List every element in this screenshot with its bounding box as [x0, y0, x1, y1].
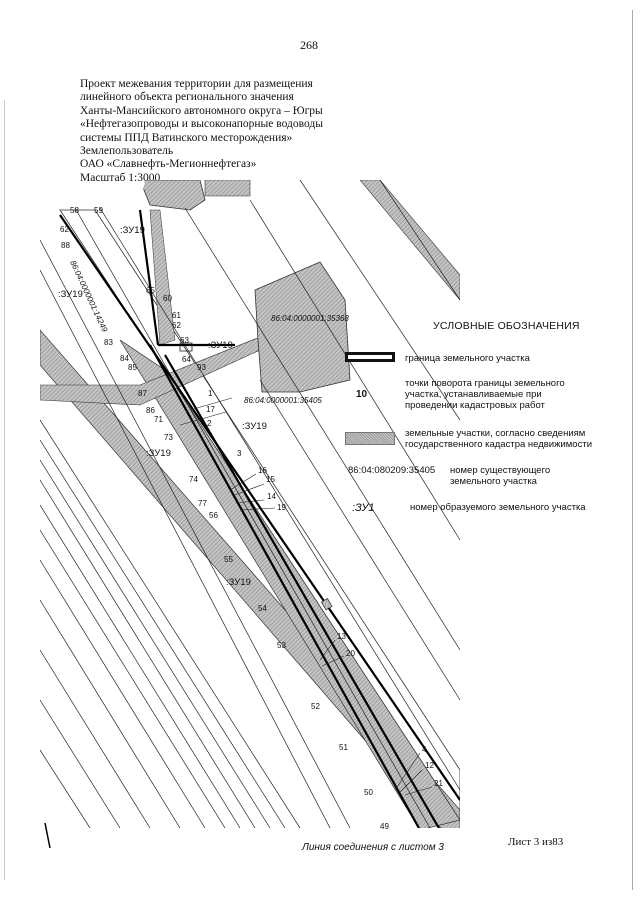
parcel-boundary-bold	[59, 209, 460, 828]
point-label: 20	[346, 649, 355, 658]
title-line: Ханты-Мансийского автономного округа – Ю…	[80, 104, 323, 117]
parcel-corridor	[119, 339, 460, 828]
point-label: 51	[339, 743, 348, 752]
point-label: 53	[277, 641, 286, 650]
parcel-area	[139, 180, 206, 211]
point-label: 83	[104, 338, 113, 347]
point-label: 49	[380, 822, 389, 831]
title-line: системы ППД Ватинского месторождения»	[80, 131, 293, 144]
point-label: 19	[277, 503, 286, 512]
building-mark	[320, 598, 333, 611]
margin-tick	[44, 822, 51, 849]
parcel-label: :ЗУ19	[58, 289, 83, 300]
scan-edge-line	[4, 100, 5, 880]
point-label: 63	[180, 336, 189, 345]
leader-lines	[179, 397, 433, 796]
legend-zu-label: номер образуемого земельного участка	[410, 502, 586, 513]
cadastral-number: 86:04:0000001:35405	[244, 396, 322, 405]
point-label: 59	[94, 206, 103, 215]
legend-boundary-label: граница земельного участка	[405, 353, 530, 364]
point-label: 62	[60, 225, 69, 234]
point-label: 74	[189, 475, 198, 484]
point-label: 55	[224, 555, 233, 564]
point-label: 15	[266, 475, 275, 484]
parcel-label: :ЗУ19	[208, 340, 233, 351]
point-label: 62	[172, 321, 181, 330]
boundary-point-labels: 58 59 62 88 60 65 61 62 83 63 64 84 85 8…	[60, 206, 443, 831]
point-label: 86	[146, 406, 155, 415]
point-label: 4	[422, 745, 427, 754]
legend-boundary-symbol	[345, 352, 395, 362]
point-label: 13	[337, 632, 346, 641]
point-label: 12	[425, 761, 434, 770]
parcel-label: :ЗУ19	[146, 448, 171, 459]
building-mark	[179, 342, 193, 352]
point-label: 84	[120, 354, 129, 363]
map-content	[40, 180, 460, 828]
title-line: Проект межевания территории для размещен…	[80, 78, 313, 90]
point-label: 50	[364, 788, 373, 797]
point-label: 56	[209, 511, 218, 520]
point-label: 14	[267, 492, 276, 501]
point-label: 64	[182, 355, 191, 364]
scan-edge-line	[632, 10, 633, 890]
title-line: линейного объекта регионального значения	[80, 91, 294, 104]
legend-zu-symbol: :ЗУ1	[352, 502, 375, 514]
survey-lines	[40, 180, 460, 828]
parcel-label: :ЗУ19	[226, 577, 251, 588]
legend-cadastral-label: номер существующего земельного участка	[450, 465, 551, 487]
title-line: ОАО «Славнефть-Мегионнефтегаз»	[80, 158, 257, 171]
title-line: Масштаб 1:3000	[80, 171, 161, 184]
title-block: Проект межевания территории для размещен…	[80, 78, 370, 185]
point-label: 71	[154, 415, 163, 424]
point-label: 93	[197, 363, 206, 372]
point-label: 85	[128, 363, 137, 372]
page-number: 268	[300, 38, 318, 52]
cadastral-number: 86:04:0000001:35368	[271, 314, 349, 323]
point-label: 52	[311, 702, 320, 711]
title-line: «Нефтегазопроводы и высоконапорные водов…	[80, 118, 323, 131]
point-label: 1	[208, 389, 213, 398]
point-label: 54	[258, 604, 267, 613]
point-label: 87	[138, 389, 147, 398]
point-label: 16	[258, 466, 267, 475]
footer-caption: Линия соединения с листом 3	[302, 842, 444, 853]
point-label: 88	[61, 241, 70, 250]
point-label: 65	[146, 286, 155, 295]
point-label: 17	[206, 405, 215, 414]
parcel-area	[359, 180, 460, 301]
point-label: 21	[434, 779, 443, 788]
legend-parcel-label: земельные участки, согласно сведениям го…	[405, 428, 592, 450]
point-label: 2	[207, 419, 212, 428]
point-label: 3	[237, 449, 242, 458]
point-label: 60	[163, 294, 172, 303]
sheet-number: Лист 3 из83	[508, 836, 564, 848]
point-label: 61	[172, 311, 181, 320]
point-label: 58	[70, 206, 79, 215]
legend-point-symbol: 10	[356, 389, 368, 400]
parcel-label: :ЗУ19	[120, 225, 145, 236]
title-line: Землепользователь	[80, 145, 174, 158]
legend-title: УСЛОВНЫЕ ОБОЗНАЧЕНИЯ	[433, 320, 580, 332]
point-label: 73	[164, 433, 173, 442]
legend-parcel-symbol	[345, 432, 395, 445]
legend-cadastral-symbol: 86:04:080209:35405	[348, 465, 436, 476]
legend-point-label: точки поворота границы земельного участк…	[405, 378, 565, 411]
cadastral-parcel	[254, 261, 351, 393]
parcel-area	[204, 180, 251, 197]
point-label: 77	[198, 499, 207, 508]
parcel-label: :ЗУ19	[242, 421, 267, 432]
